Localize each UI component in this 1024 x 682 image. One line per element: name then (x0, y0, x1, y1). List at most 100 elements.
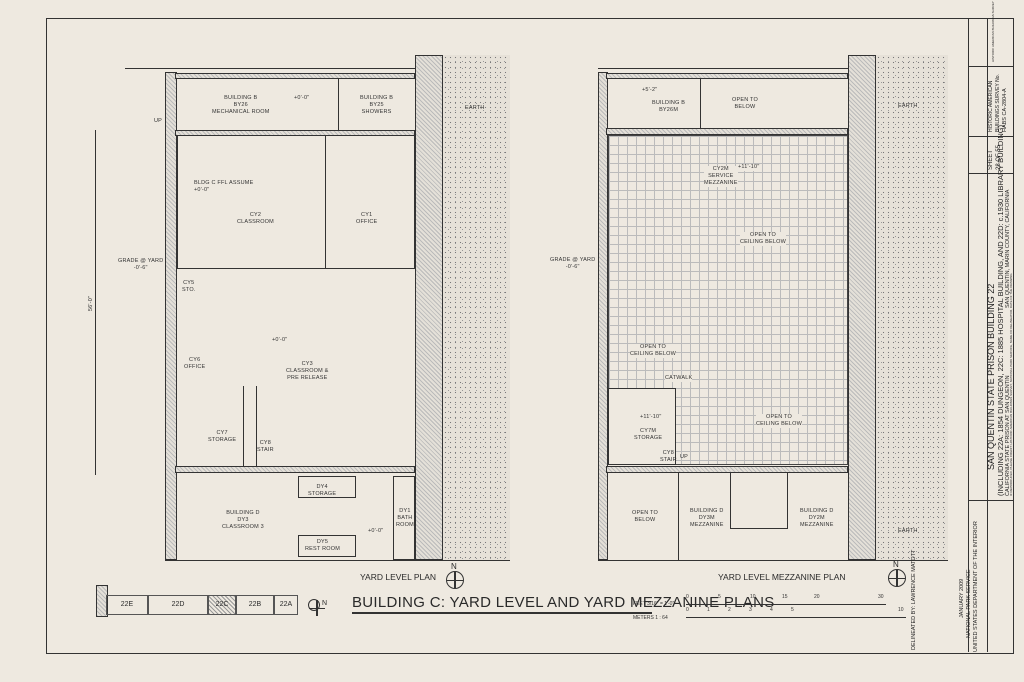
tb-survey-number: HABS CA-2804-A (1002, 88, 1008, 132)
elevation-marker-b: +5'-2" (642, 87, 658, 93)
feet-tick: 5 (718, 594, 721, 600)
room-dy2m: BUILDING D DY2M MEZZANINE (800, 508, 834, 528)
dim-line (95, 130, 96, 475)
grade-note: GRADE @ YARD -0'-6" (118, 258, 164, 271)
plan-caption-yard-level: YARD LEVEL PLAN (360, 572, 437, 582)
room-cy7m-box (608, 388, 676, 465)
scale-feet-label: FEET 3/16" = 1'-0" (633, 601, 675, 607)
title-block: SAN QUENTIN STATE PRISON BUILDING 22 (IN… (911, 1, 1013, 652)
up-label-mezz: UP (680, 454, 689, 460)
bottom-outline (165, 560, 510, 561)
room-dy1-box (393, 476, 415, 560)
wall-c-bottom (175, 466, 415, 473)
key-building-22b: 22B (236, 595, 274, 615)
tb-survey-2: BUILDINGS SURVEY No. (995, 74, 1001, 132)
partition-d-mezz (678, 473, 679, 560)
feet-tick: 15 (782, 594, 788, 600)
earth-fill-right (876, 55, 948, 560)
tb-sheet-label: SHEET (988, 149, 994, 170)
north-label-mezz: N (893, 560, 899, 569)
feet-tick: 10 (750, 594, 756, 600)
north-arrow-icon-mezz (888, 569, 906, 587)
partition-b (338, 79, 339, 130)
room-dy1: DY1 BATH ROOM (396, 508, 414, 528)
earth-label-left: EARTH (465, 105, 485, 111)
elevation-marker-d: +0'-0" (368, 528, 384, 534)
north-label: N (451, 562, 457, 571)
tb-survey-1: HISTORIC AMERICAN (988, 80, 994, 132)
room-dy5: DY5 REST ROOM (305, 539, 341, 552)
drawing-title: BUILDING C: YARD LEVEL AND YARD MEZZANIN… (352, 594, 775, 611)
room-cy6: CY6 OFFICE (184, 357, 206, 370)
room-cy8-mezz: CY8 STAIR (660, 450, 677, 463)
key-building-22e: 22E (106, 595, 148, 615)
meters-tick: 2 (728, 607, 731, 613)
wall-b-top-mezz (606, 73, 848, 79)
meters-bar (686, 614, 906, 618)
elevation-marker-cy7m: +11'-10" (640, 414, 662, 420)
east-wall-mezz (848, 55, 876, 560)
top-outline (125, 68, 415, 69)
room-dy3: BUILDING D DY3 CLASSROOM 3 (222, 510, 264, 530)
room-cy8: CY8 STAIR (257, 440, 274, 453)
top-outline-mezz (598, 68, 853, 69)
room-by25: BUILDING B BY25 SHOWERS (360, 95, 394, 115)
east-wall (415, 55, 443, 560)
room-by26: BUILDING B BY26 MECHANICAL ROOM (212, 95, 270, 115)
feet-tick: 20 (814, 594, 820, 600)
feet-tick: 30 (878, 594, 884, 600)
earth-label-top: EARTH (898, 103, 918, 109)
elevation-marker-cy2m: +11'-10" (738, 164, 760, 171)
tb-subtitle: (INCLUDING 22A: 1854 DUNGEON, 22C: 1885 … (996, 124, 1005, 496)
tb-divider-h4 (969, 500, 1013, 501)
tb-credits: IF REPRODUCED, PLEASE CREDIT: HISTORIC A… (1009, 273, 1013, 496)
plan-caption-mezzanine: YARD LEVEL MEZZANINE PLAN (718, 572, 846, 582)
room-dy4: DY4 STORAGE (308, 484, 337, 497)
wall-b-bottom (175, 130, 415, 136)
up-label: UP (154, 118, 163, 124)
tb-divider (987, 18, 988, 652)
room-cy5: CY5 STO. (182, 280, 196, 293)
meters-tick: 0 (686, 607, 689, 613)
meters-tick: 1 (707, 607, 710, 613)
room-dy5-box (298, 535, 356, 557)
scale-meters-label: METERS 1 : 64 (633, 615, 668, 621)
stair-line-2 (256, 386, 257, 466)
north-arrow-icon (446, 571, 464, 589)
elevation-marker: +0'-0" (294, 95, 310, 101)
earth-label-bottom: EARTH (898, 528, 918, 534)
key-building-22a: 22A (274, 595, 298, 615)
key-north-arrow-icon (308, 599, 325, 616)
feet-bar (686, 601, 886, 605)
wall-b-top (175, 73, 415, 79)
ffl-note: BLDG C FFL ASSUME +0'-0" (194, 180, 254, 193)
key-plan: 22E 22D 22C 22B 22A N (96, 585, 336, 625)
earth-fill-left (443, 55, 510, 560)
room-cy7m: CY7M STORAGE (634, 428, 663, 441)
key-plan-cliff (96, 585, 108, 617)
feet-tick: 0 (686, 594, 689, 600)
tb-agency2: UNITED STATES DEPARTMENT OF THE INTERIOR (973, 521, 979, 652)
room-cy3: CY3 CLASSROOM & PRE RELEASE (286, 361, 329, 381)
partition-cy1 (325, 136, 326, 269)
room-cy2: CY2 CLASSROOM (237, 212, 274, 225)
meters-tick: 10 (898, 607, 904, 613)
room-cy1: CY1 OFFICE (356, 212, 378, 225)
bottom-outline-mezz (598, 560, 948, 561)
meters-scale-bar: 0 1 2 3 4 5 10 (686, 607, 906, 619)
tb-divider-h3 (969, 173, 1013, 174)
room-cy2-box (177, 136, 415, 269)
west-wall (165, 72, 177, 560)
tb-divider-h1 (969, 66, 1013, 67)
title-underline (352, 612, 652, 614)
elevation-marker-cy3: +0'-0" (272, 337, 288, 343)
open-ceiling-below-3: OPEN TO CEILING BELOW (756, 414, 802, 428)
room-dy3m: BUILDING D DY3M MEZZANINE (690, 508, 724, 528)
open-ceiling-below-1: OPEN TO CEILING BELOW (740, 232, 786, 246)
tb-stamp: HISTORIC AMERICAN BUILDINGS SURVEY (991, 1, 995, 62)
drawing-sheet-border (46, 18, 1014, 654)
tb-project-title: SAN QUENTIN STATE PRISON BUILDING 22 (986, 283, 996, 470)
grade-note-mezz: GRADE @ YARD -0'-6" (550, 257, 596, 270)
